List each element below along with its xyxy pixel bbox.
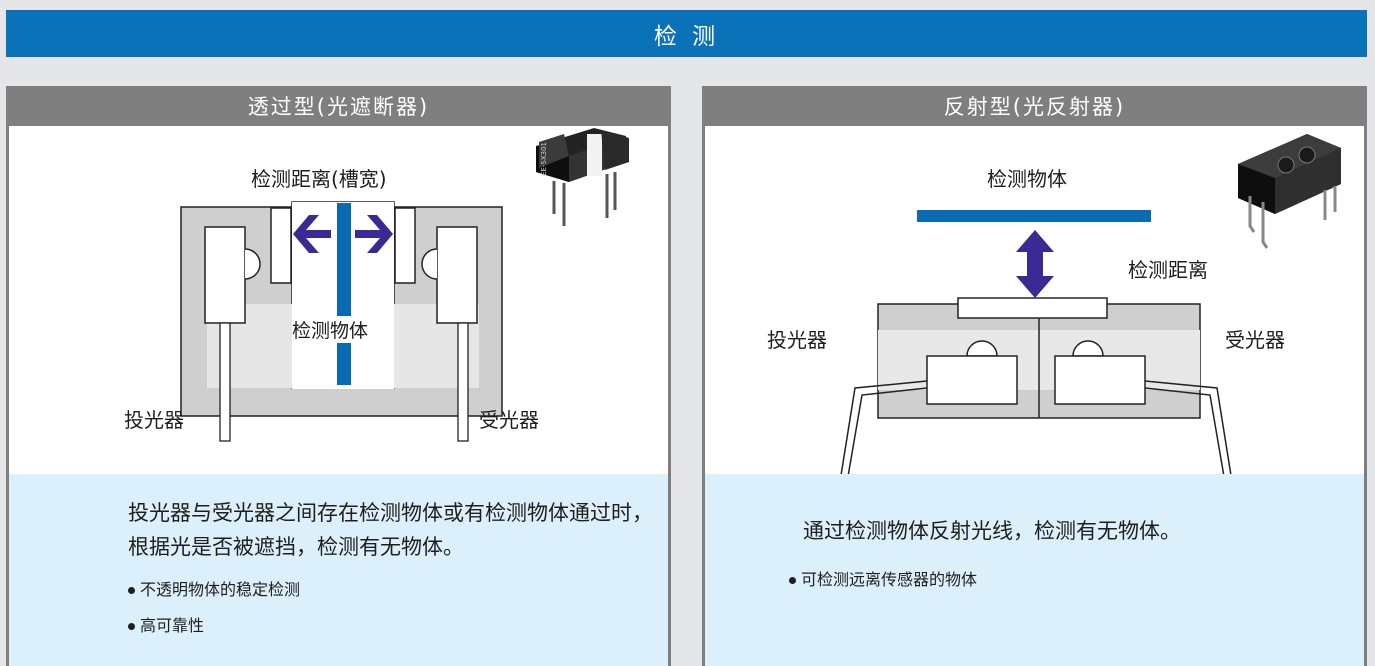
photoreflector-image (1238, 134, 1341, 249)
bullet-dot-icon (128, 586, 135, 594)
transmissive-title-text: 透过型(光遮断器) (247, 95, 430, 119)
arrow-left (293, 215, 331, 253)
emitter-lead (840, 380, 928, 474)
detection-object (917, 210, 1151, 222)
reflective-emitter-label: 投光器 (767, 328, 827, 352)
emitter-window (270, 207, 292, 284)
section-title: 检 测 (653, 23, 720, 50)
feature-item: 可检测远离传感器的物体 (789, 570, 977, 590)
receiver-lens (421, 248, 438, 280)
receiver-body (436, 226, 478, 324)
emitter-lens (244, 248, 261, 280)
distance-arrow (1016, 230, 1054, 298)
detection-object (337, 203, 351, 385)
transmissive-object-label: 检测物体 (292, 316, 369, 343)
svg-text:EE-SX301: EE-SX301 (540, 142, 548, 176)
emitter-body (204, 226, 246, 324)
reflective-title-text: 反射型(光反射器) (943, 95, 1126, 119)
transmissive-receiver-label: 受光器 (479, 408, 539, 432)
feature-item: 高可靠性 (128, 616, 300, 636)
receiver-lens (1072, 340, 1104, 357)
reflective-receiver-label: 受光器 (1225, 328, 1285, 352)
transmissive-panel: 透过型(光遮断器) (6, 86, 671, 666)
transmissive-diagram: EE-SX301 (180, 128, 629, 442)
emitter-lead (219, 322, 231, 442)
section-header: 检 测 (6, 10, 1367, 57)
bullet-dot-icon (128, 622, 135, 630)
transmissive-panel-title: 透过型(光遮断器) (9, 86, 668, 126)
reflective-diagram (840, 134, 1341, 474)
reflective-distance-label: 检测距离 (1128, 258, 1208, 282)
reflector-window (957, 297, 1108, 319)
transmissive-feature-list: 不透明物体的稳定检测 高可靠性 (128, 580, 300, 652)
reflective-panel-title: 反射型(光反射器) (705, 86, 1364, 126)
bullet-dot-icon (789, 576, 796, 584)
reflective-object-label: 检测物体 (987, 167, 1067, 191)
reflective-feature-list: 可检测远离传感器的物体 (789, 570, 977, 606)
arrow-right (355, 215, 393, 253)
receiver-box (1054, 355, 1146, 405)
receiver-lead (457, 322, 469, 442)
receiver-window (394, 207, 416, 284)
emitter-box (926, 355, 1018, 405)
reflective-description: 通过检测物体反射光线，检测有无物体。 (803, 519, 1181, 543)
transmissive-description-box: 投光器与受光器之间存在检测物体或有检测物体通过时，根据光是否被遮挡，检测有无物体… (9, 474, 668, 666)
feature-item: 不透明物体的稳定检测 (128, 580, 300, 600)
reflective-description-box: 通过检测物体反射光线，检测有无物体。 可检测远离传感器的物体 (705, 474, 1364, 666)
reflective-panel: 反射型(光反射器) (702, 86, 1367, 666)
transmissive-emitter-label: 投光器 (124, 408, 184, 432)
photomicrosensor-image: EE-SX301 (536, 128, 629, 226)
emitter-lens (966, 340, 998, 357)
receiver-lead (1144, 380, 1232, 474)
slot-width-label: 检测距离(槽宽) (251, 167, 387, 191)
transmissive-description: 投光器与受光器之间存在检测物体或有检测物体通过时，根据光是否被遮挡，检测有无物体… (128, 501, 653, 559)
